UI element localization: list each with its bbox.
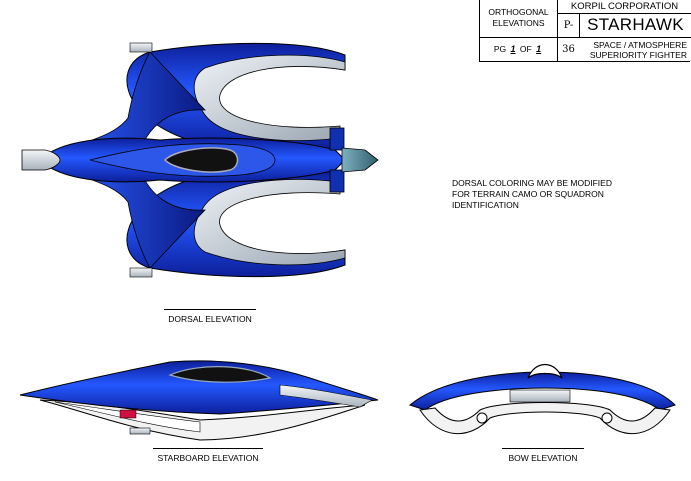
craft-name: STARHAWK <box>580 14 691 38</box>
bow-view <box>408 363 676 434</box>
dorsal-cannon-bottom <box>129 267 153 278</box>
page-label: PG <box>493 44 507 54</box>
starboard-label-text: STARBOARD ELEVATION <box>157 453 259 463</box>
note-line2: FOR TERRAIN CAMO OR SQUADRON <box>452 189 604 199</box>
page-cell: PG 1 OF 1 <box>480 38 558 62</box>
dorsal-canopy <box>163 147 239 173</box>
role-line2: SUPERIORITY FIGHTER <box>589 50 687 60</box>
orthogonal-line2: ELEVATIONS <box>492 18 545 28</box>
bow-canopy <box>527 363 563 379</box>
role-cell: SPACE / ATMOSPHERE SUPERIORITY FIGHTER <box>558 38 691 62</box>
dorsal-rule <box>164 309 256 310</box>
model-number: P-36 <box>558 14 580 55</box>
starboard-view <box>19 360 379 441</box>
dorsal-label: DORSAL ELEVATION <box>160 309 260 324</box>
dorsal-nose-intake <box>21 149 61 171</box>
orthogonal-cell: ORTHOGONAL ELEVATIONS <box>480 0 558 38</box>
dorsal-label-text: DORSAL ELEVATION <box>168 314 252 324</box>
dorsal-tail-fan <box>341 147 379 173</box>
bow-intake <box>509 389 571 403</box>
starboard-aft-panel <box>279 384 373 408</box>
page-of: OF <box>519 44 532 54</box>
dorsal-cannon-top <box>129 42 153 53</box>
starboard-cannon <box>129 427 151 435</box>
bow-intake-right <box>601 412 613 424</box>
page-total: 1 <box>536 44 542 54</box>
starboard-label: STARBOARD ELEVATION <box>148 448 268 463</box>
dorsal-lower-wing-panel <box>193 179 346 266</box>
starboard-rule <box>153 448 263 449</box>
note-line1: DORSAL COLORING MAY BE MODIFIED <box>452 178 612 188</box>
dorsal-rear-strut-top <box>329 127 345 151</box>
coloring-note: DORSAL COLORING MAY BE MODIFIED FOR TERR… <box>452 178 652 211</box>
dorsal-upper-wing-panel <box>193 54 346 141</box>
starboard-canopy <box>168 366 272 383</box>
role-line1: SPACE / ATMOSPHERE <box>593 40 687 50</box>
dorsal-view <box>21 42 379 278</box>
bow-rule <box>502 448 584 449</box>
dorsal-rear-strut-bottom <box>329 169 345 193</box>
bow-underside <box>419 402 671 434</box>
bow-label: BOW ELEVATION <box>498 448 588 463</box>
company-name: KORPIL CORPORATION <box>558 0 691 14</box>
page-number: 1 <box>510 44 516 54</box>
starboard-red-vent <box>119 409 137 419</box>
bow-intake-left <box>476 412 488 424</box>
title-block: ORTHOGONAL ELEVATIONS KORPIL CORPORATION… <box>479 0 691 62</box>
starboard-hull <box>19 360 379 415</box>
bow-label-text: BOW ELEVATION <box>508 453 578 463</box>
orthogonal-line1: ORTHOGONAL <box>488 7 549 17</box>
bow-wing <box>408 371 676 411</box>
note-line3: IDENTIFICATION <box>452 200 519 210</box>
